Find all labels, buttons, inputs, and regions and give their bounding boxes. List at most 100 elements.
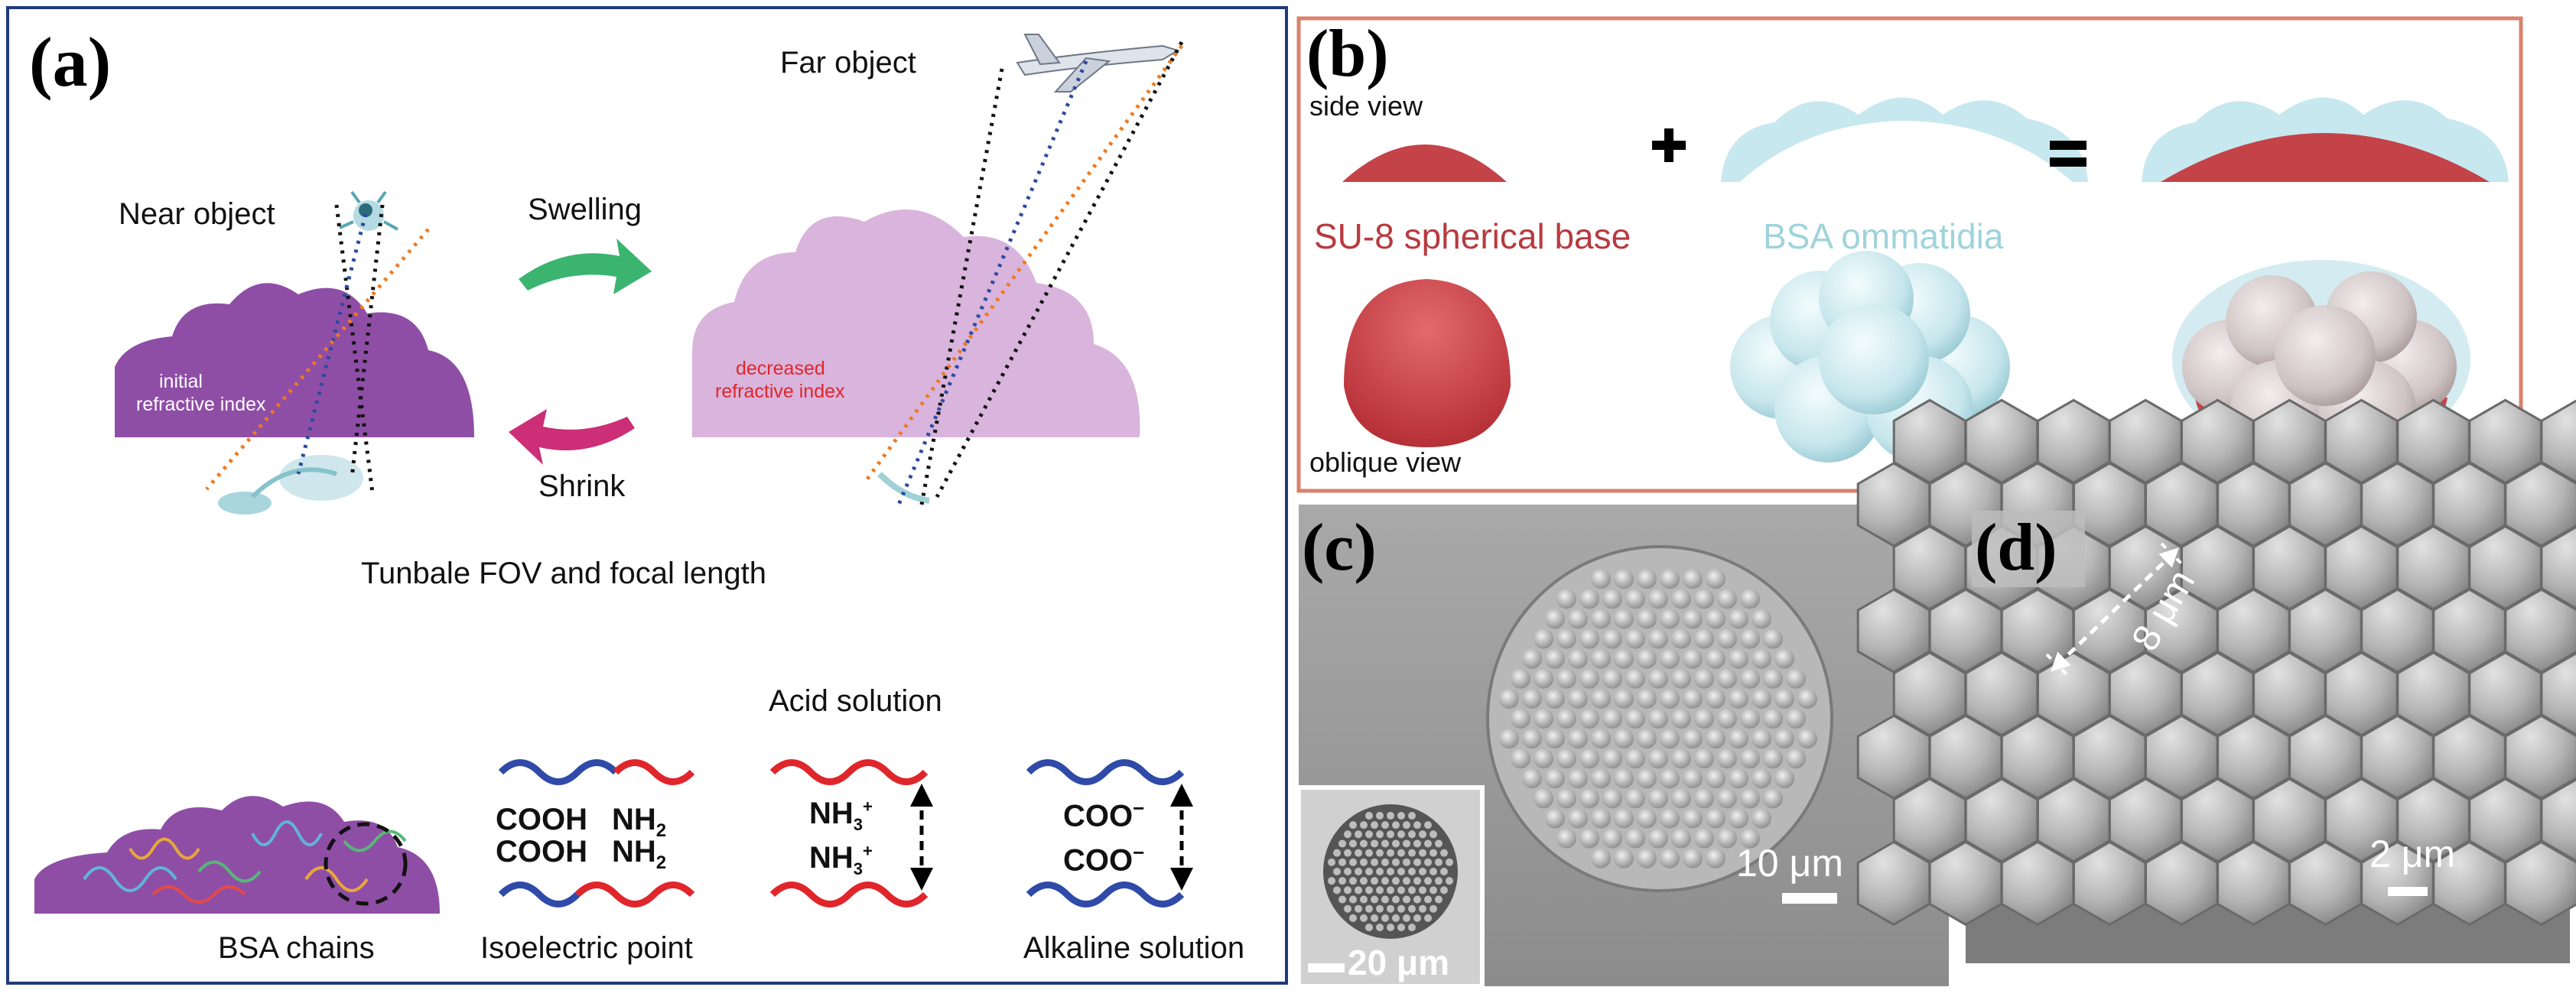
- inset-ommatidium: [1349, 821, 1357, 830]
- panel-a-caption: Tunbale FOV and focal length: [361, 557, 766, 590]
- initial-index-line2: refractive index: [136, 394, 266, 415]
- hex-lens: [2540, 399, 2576, 484]
- ommatidium-bump: [1683, 609, 1703, 629]
- inset-ommatidium: [1371, 839, 1378, 848]
- swelling-label: Swelling: [528, 193, 642, 226]
- panel-c-scale-text: 10 μm: [1736, 842, 1843, 885]
- ommatidium-bump: [1763, 668, 1783, 689]
- ommatidium-bump: [1706, 688, 1725, 709]
- bsa-chains-icon: [83, 820, 407, 904]
- hex-lens: [2540, 778, 2576, 862]
- ommatidium-bump: [1671, 788, 1691, 809]
- ommatidium-bump: [1694, 709, 1714, 729]
- ommatidium-bump: [1591, 848, 1611, 869]
- cooh-label-1: COOH: [496, 803, 587, 836]
- decreased-index-line2: refractive index: [715, 381, 845, 402]
- inset-ommatidium: [1408, 830, 1416, 839]
- inset-ommatidium: [1419, 904, 1426, 913]
- hex-lens: [2540, 651, 2576, 736]
- ommatidium-bump: [1671, 589, 1691, 609]
- inset-ommatidium: [1365, 811, 1373, 820]
- inset-ommatidium: [1349, 858, 1357, 866]
- inset-ommatidium: [1371, 821, 1378, 830]
- ommatidium-bump: [1556, 748, 1576, 769]
- ommatidium-bump: [1579, 788, 1599, 809]
- inset-ommatidium: [1446, 877, 1453, 885]
- ommatidium-bump: [1637, 729, 1657, 749]
- bsa-chains-label: BSA chains: [218, 931, 375, 965]
- inset-ommatidium: [1392, 877, 1400, 885]
- ommatidium-bump: [1694, 828, 1714, 849]
- ommatidium-bump: [1740, 628, 1760, 649]
- ommatidium-bump: [1545, 808, 1565, 829]
- ommatidium-bump: [1637, 848, 1657, 869]
- ommatidium-bump: [1797, 688, 1817, 709]
- ommatidium-bump: [1637, 648, 1657, 669]
- ommatidium-bump: [1648, 788, 1668, 809]
- inset-ommatidium: [1349, 914, 1357, 922]
- oblique-view-label: oblique view: [1309, 446, 1462, 478]
- panel-b-label: (b): [1306, 17, 1389, 91]
- inset-ommatidium: [1403, 858, 1410, 866]
- ommatidium-bump: [1729, 808, 1748, 829]
- inset-ommatidium: [1360, 877, 1368, 885]
- ommatidium-bump: [1614, 848, 1634, 869]
- panel-a-label: (a): [29, 23, 112, 101]
- inset-ommatidium: [1387, 811, 1394, 820]
- nh3-label-2: NH3+: [809, 841, 873, 878]
- ommatidium-bump: [1717, 628, 1737, 649]
- inset-ommatidium: [1365, 849, 1373, 857]
- inset-ommatidium: [1429, 886, 1437, 894]
- panel-c-inset-scale-text: 20 μm: [1348, 943, 1449, 982]
- inset-ommatidium: [1413, 914, 1421, 922]
- inset-ommatidium: [1360, 895, 1368, 904]
- inset-ommatidium: [1419, 849, 1426, 857]
- inset-ommatidium: [1413, 877, 1421, 885]
- ommatidium-bump: [1614, 808, 1634, 829]
- ommatidium-bump: [1648, 628, 1668, 649]
- inset-ommatidium: [1376, 886, 1384, 894]
- ommatidium-bump: [1786, 748, 1806, 769]
- ommatidium-bump: [1625, 589, 1645, 609]
- ommatidium-bump: [1694, 628, 1714, 649]
- inset-ommatidium: [1392, 858, 1400, 866]
- ommatidium-bump: [1522, 768, 1542, 789]
- inset-ommatidium: [1376, 830, 1384, 839]
- inset-ommatidium: [1381, 914, 1389, 922]
- inset-ommatidium: [1371, 914, 1378, 922]
- ommatidium-bump: [1614, 569, 1634, 589]
- panel-c-label: (c): [1302, 511, 1377, 585]
- inset-ommatidium: [1333, 886, 1341, 894]
- equals-sign-icon: [2050, 141, 2086, 167]
- ommatidium-bump: [1694, 788, 1714, 809]
- ommatidium-bump: [1729, 648, 1748, 669]
- inset-ommatidium: [1413, 839, 1421, 848]
- hex-lens: [2504, 840, 2576, 927]
- bsa-lens-shape: [34, 796, 440, 914]
- inset-ommatidium: [1424, 914, 1432, 922]
- inset-ommatidium: [1387, 904, 1394, 913]
- inset-ommatidium: [1424, 858, 1432, 866]
- ommatidium-bump: [1568, 609, 1588, 629]
- ommatidium-bump: [1602, 589, 1622, 609]
- ommatidium-bump: [1625, 628, 1645, 649]
- inset-ommatidium: [1360, 858, 1368, 866]
- ommatidium-bump: [1534, 668, 1553, 689]
- inset-ommatidium: [1365, 830, 1373, 839]
- ommatidium-bump: [1751, 808, 1771, 829]
- ommatidium-bump: [1694, 668, 1714, 689]
- shrink-arrow: [509, 409, 635, 465]
- ommatidium-bump: [1683, 848, 1703, 869]
- isoelectric-waves: [498, 759, 695, 907]
- ommatidium-bump: [1660, 848, 1680, 869]
- inset-ommatidium: [1365, 924, 1373, 932]
- near-object-label: Near object: [119, 197, 275, 231]
- decreased-index-line1: decreased: [736, 358, 825, 379]
- inset-ommatidium: [1376, 904, 1384, 913]
- ommatidium-bump: [1751, 609, 1771, 629]
- inset-ommatidium: [1435, 839, 1442, 848]
- hex-lens: [2540, 525, 2576, 610]
- ommatidium-bump: [1740, 788, 1760, 809]
- inset-ommatidium: [1344, 904, 1351, 913]
